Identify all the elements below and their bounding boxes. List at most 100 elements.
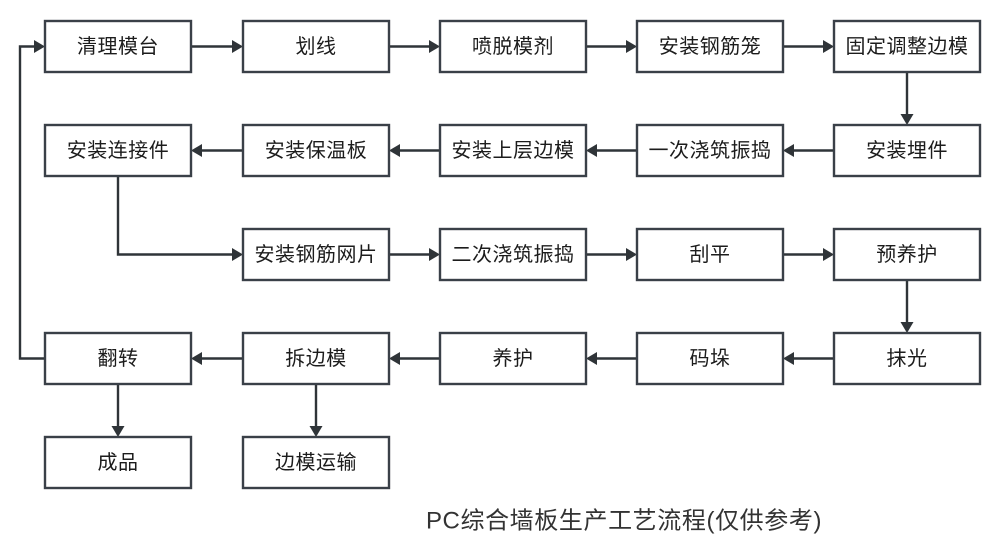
edge-n5-to-n6-arrowhead [900, 114, 914, 125]
edge-n13-to-n14-arrowhead [823, 248, 834, 261]
node-n9-label: 安装保温板 [265, 139, 368, 162]
node-n7-box[interactable] [635, 123, 785, 178]
node-n20-label: 成品 [98, 451, 139, 474]
edge-n12-to-n13 [586, 248, 637, 261]
edge-n2-to-n3 [389, 40, 440, 53]
node-n10-box[interactable] [43, 123, 193, 178]
edge-n4-to-n5-arrowhead [823, 40, 834, 53]
edge-n19-to-n20-arrowhead [111, 426, 125, 437]
edge-n10-to-n11-line [116, 176, 233, 256]
node-n5-label: 固定调整边模 [846, 35, 969, 58]
node-n17-box[interactable] [438, 331, 588, 386]
node-n18-box[interactable] [241, 331, 391, 386]
node-n14[interactable]: 预养护 [832, 227, 982, 282]
edge-layer [18, 40, 914, 437]
node-n14-box[interactable] [832, 227, 982, 282]
node-n18-label: 拆边模 [285, 347, 347, 370]
node-n3-box[interactable] [438, 19, 588, 74]
edge-n4-to-n5 [783, 40, 834, 53]
node-n16-box[interactable] [635, 331, 785, 386]
edge-n8-to-n9 [389, 144, 440, 157]
node-n15[interactable]: 抹光 [832, 331, 982, 386]
edge-n19-to-n20 [111, 384, 125, 437]
node-n12[interactable]: 二次浇筑振捣 [438, 227, 588, 282]
edge-n2-to-n3-arrowhead [429, 40, 440, 53]
edge-n19-to-n1-line [18, 45, 45, 360]
node-n21[interactable]: 边模运输 [241, 435, 391, 490]
edge-n19-to-n1-arrowhead [34, 40, 45, 53]
node-n6[interactable]: 安装埋件 [832, 123, 982, 178]
node-n3[interactable]: 喷脱模剂 [438, 19, 588, 74]
edge-n10-to-n11-arrowhead [232, 248, 243, 261]
node-n19-label: 翻转 [98, 347, 139, 370]
node-n20-box[interactable] [43, 435, 193, 490]
edge-n11-to-n12 [389, 248, 440, 261]
node-n17[interactable]: 养护 [438, 331, 588, 386]
node-n8-label: 安装上层边模 [452, 139, 575, 162]
node-n13-label: 刮平 [690, 243, 731, 266]
node-n21-box[interactable] [241, 435, 391, 490]
edge-n6-to-n7 [783, 144, 834, 157]
node-n7[interactable]: 一次浇筑振捣 [635, 123, 785, 178]
node-n12-label: 二次浇筑振捣 [452, 243, 575, 266]
node-n1-box[interactable] [43, 19, 193, 74]
edge-n6-to-n7-arrowhead [783, 144, 794, 157]
node-n2-box[interactable] [241, 19, 391, 74]
node-n6-label: 安装埋件 [866, 139, 948, 162]
node-n2-label: 划线 [296, 35, 337, 58]
edge-n1-to-n2-arrowhead [232, 40, 243, 53]
edge-n15-to-n16-arrowhead [783, 352, 794, 365]
diagram-caption: PC综合墙板生产工艺流程(仅供参考) [426, 507, 822, 534]
edge-n7-to-n8 [586, 144, 637, 157]
edge-n5-to-n6 [900, 72, 914, 125]
node-n2[interactable]: 划线 [241, 19, 391, 74]
node-n15-box[interactable] [832, 331, 982, 386]
edge-n18-to-n19-arrowhead [191, 352, 202, 365]
node-n9-box[interactable] [241, 123, 391, 178]
node-n14-label: 预养护 [876, 243, 938, 266]
edge-n18-to-n19 [191, 352, 243, 365]
edge-n16-to-n17-arrowhead [586, 352, 597, 365]
node-n13[interactable]: 刮平 [635, 227, 785, 282]
node-n8-box[interactable] [438, 123, 588, 178]
node-n18[interactable]: 拆边模 [241, 331, 391, 386]
node-n16[interactable]: 码垛 [635, 331, 785, 386]
node-layer: 清理模台 划线 喷脱模剂安装钢筋笼 固定调整边模安装埋件 一次浇筑振捣 安装上层边模 安装保… [43, 19, 982, 490]
node-n10[interactable]: 安装连接件 [43, 123, 193, 178]
node-n1[interactable]: 清理模台 [43, 19, 193, 74]
node-n9[interactable]: 安装保温板 [241, 123, 391, 178]
edge-n8-to-n9-arrowhead [389, 144, 400, 157]
edge-n16-to-n17 [586, 352, 637, 365]
node-n13-box[interactable] [635, 227, 785, 282]
edge-n10-to-n11 [116, 176, 243, 261]
node-n19-box[interactable] [43, 331, 193, 386]
node-n16-label: 码垛 [690, 347, 731, 370]
node-n7-label: 一次浇筑振捣 [649, 139, 772, 162]
node-n4-box[interactable] [635, 19, 785, 74]
edge-n9-to-n10 [191, 144, 243, 157]
node-n15-label: 抹光 [887, 347, 928, 370]
node-n5[interactable]: 固定调整边模 [832, 19, 982, 74]
edge-n3-to-n4 [586, 40, 637, 53]
edge-n17-to-n18-arrowhead [389, 352, 400, 365]
edge-n14-to-n15 [900, 280, 914, 333]
node-n8[interactable]: 安装上层边模 [438, 123, 588, 178]
edge-n7-to-n8-arrowhead [586, 144, 597, 157]
node-n5-box[interactable] [832, 19, 982, 74]
edge-n12-to-n13-arrowhead [626, 248, 637, 261]
node-n17-label: 养护 [493, 347, 534, 370]
edge-n1-to-n2 [191, 40, 243, 53]
node-n11-label: 安装钢筋网片 [255, 243, 378, 266]
node-n11[interactable]: 安装钢筋网片 [241, 227, 391, 282]
node-n21-label: 边模运输 [275, 451, 357, 474]
node-n11-box[interactable] [241, 227, 391, 282]
node-n1-label: 清理模台 [77, 35, 159, 58]
node-n20[interactable]: 成品 [43, 435, 193, 490]
node-n12-box[interactable] [438, 227, 588, 282]
node-n4[interactable]: 安装钢筋笼 [635, 19, 785, 74]
edge-n11-to-n12-arrowhead [429, 248, 440, 261]
node-n19[interactable]: 翻转 [43, 331, 193, 386]
node-n6-box[interactable] [832, 123, 982, 178]
